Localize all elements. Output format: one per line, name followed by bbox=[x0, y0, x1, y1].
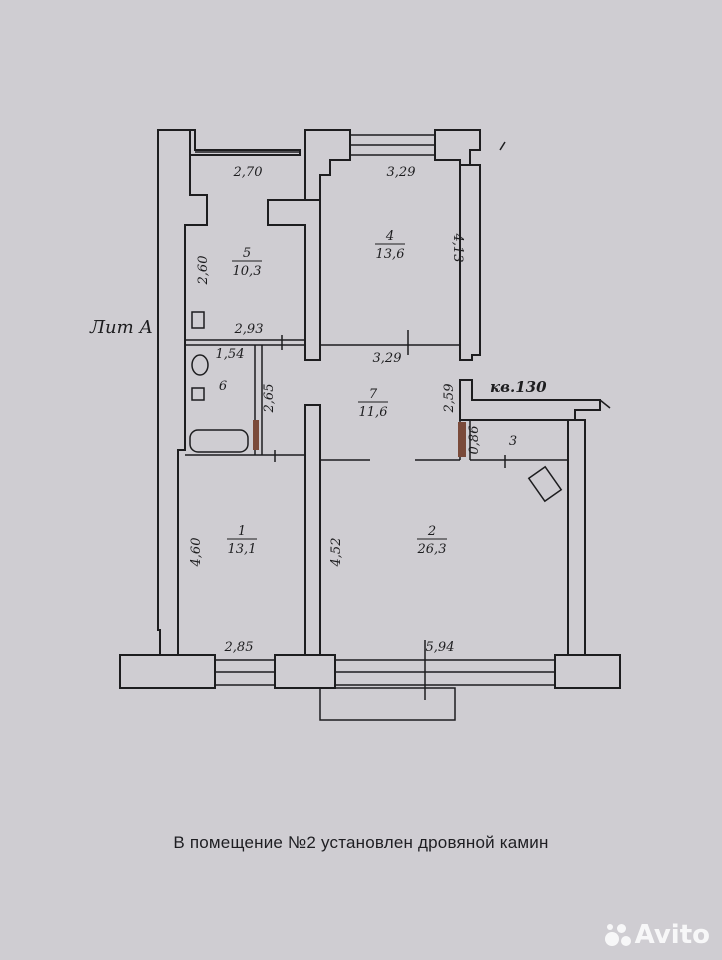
sink bbox=[191, 387, 205, 401]
dim-label: 2,70 bbox=[233, 165, 263, 180]
room-5-number: 5 bbox=[243, 246, 251, 261]
toilet bbox=[191, 354, 209, 376]
avito-watermark: Avito bbox=[604, 920, 710, 950]
dim-label: 0,86 bbox=[467, 426, 482, 455]
room-5-area: 10,3 bbox=[233, 264, 262, 279]
wall-bottom-left bbox=[119, 654, 216, 689]
wall-partition-5-4 bbox=[267, 199, 321, 361]
room-1-area: 13,1 bbox=[228, 542, 257, 557]
dim-label: 3,29 bbox=[373, 351, 402, 366]
room-4-area: 13,6 bbox=[376, 247, 405, 262]
wall-bottom-mid bbox=[274, 654, 336, 689]
room-1-number: 1 bbox=[238, 524, 246, 539]
dim-label: 5,94 bbox=[426, 640, 455, 655]
wall-bottom-right bbox=[554, 654, 621, 689]
fireplace-note: В помещение №2 установлен дровяной камин bbox=[173, 833, 549, 852]
room-6-number: 6 bbox=[219, 379, 227, 394]
dim-label: 2,93 bbox=[234, 322, 264, 337]
wall-right-lower bbox=[567, 419, 586, 661]
dim-label: 4,13 bbox=[450, 233, 465, 263]
room-2-area: 26,3 bbox=[417, 542, 447, 557]
wall-left bbox=[157, 129, 208, 661]
balcony bbox=[319, 687, 456, 721]
wall-top-right bbox=[434, 129, 481, 166]
dim-label: 1,54 bbox=[216, 347, 245, 362]
bathtub bbox=[189, 429, 249, 453]
room-7-area: 11,6 bbox=[359, 405, 388, 420]
wall-top bbox=[304, 129, 351, 201]
building-label: Лит А bbox=[89, 317, 153, 338]
avito-logo-icon bbox=[604, 922, 631, 948]
wall-step bbox=[459, 379, 601, 421]
avito-wordmark: Avito bbox=[634, 920, 710, 950]
dim-label: 2,65 bbox=[262, 384, 277, 414]
dim-label: 4,52 bbox=[329, 538, 344, 568]
dim-label: 4,60 bbox=[189, 538, 204, 568]
dim-label: 2,85 bbox=[224, 640, 254, 655]
apartment-label: кв.130 bbox=[490, 378, 547, 396]
dim-label: 3,29 bbox=[387, 165, 416, 180]
room-2-number: 2 bbox=[427, 524, 436, 539]
room-4-number: 4 bbox=[385, 229, 394, 244]
room-7-number: 7 bbox=[369, 387, 378, 402]
floor-plan: Лит А кв.130 5 10,3 4 13,6 6 7 11,6 3 1 … bbox=[89, 129, 621, 721]
wall-right-upper bbox=[459, 164, 481, 361]
dim-label: 2,59 bbox=[442, 384, 457, 414]
wall-partition-1-2 bbox=[304, 404, 321, 661]
dim-label: 2,60 bbox=[196, 256, 211, 286]
fireplace bbox=[527, 465, 563, 503]
room-3-number: 3 bbox=[509, 434, 517, 449]
